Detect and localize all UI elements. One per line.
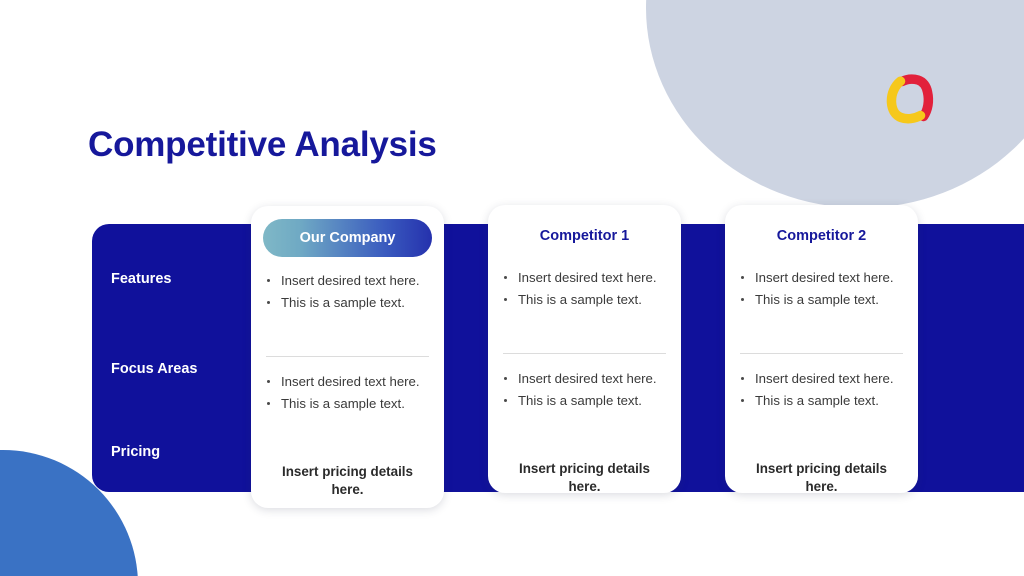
list-item-text: Insert desired text here. xyxy=(755,270,894,285)
card-section-pricing: Insert pricing details here. xyxy=(265,443,430,499)
list-item-text: This is a sample text. xyxy=(518,291,642,307)
row-label-column: Features Focus Areas Pricing xyxy=(111,224,261,492)
focus-areas-bullet-list: Insert desired text here. This is a samp… xyxy=(739,370,904,410)
card-body: Insert desired text here. This is a samp… xyxy=(488,267,681,496)
list-item-text: This is a sample text. xyxy=(281,294,405,310)
list-item: This is a sample text. xyxy=(739,291,904,310)
bullet-dot-icon xyxy=(741,377,744,380)
bullet-dot-icon xyxy=(267,380,270,383)
card-header-competitor-2: Competitor 2 xyxy=(725,205,918,267)
card-section-focus-areas: Insert desired text here. This is a samp… xyxy=(502,354,667,440)
card-header-label: Competitor 2 xyxy=(776,228,867,244)
list-item: Insert desired text here. xyxy=(739,269,904,288)
card-header-pill: Our Company xyxy=(263,219,432,257)
card-section-focus-areas: Insert desired text here. This is a samp… xyxy=(265,357,430,443)
list-item-text: Insert desired text here. xyxy=(281,273,420,288)
card-section-pricing: Insert pricing details here. xyxy=(502,440,667,496)
section-divider xyxy=(740,353,903,354)
card-section-pricing: Insert pricing details here. xyxy=(739,440,904,496)
list-item: This is a sample text. xyxy=(502,291,667,310)
list-item-text: Insert desired text here. xyxy=(518,270,657,285)
list-item-text: This is a sample text. xyxy=(755,392,879,408)
comparison-card-competitor-1[interactable]: Competitor 1 Insert desired text here. T… xyxy=(488,205,681,496)
pricing-text: Insert pricing details here. xyxy=(756,461,887,494)
page-title: Competitive Analysis xyxy=(88,125,437,164)
list-item: This is a sample text. xyxy=(265,395,430,414)
list-item: Insert desired text here. xyxy=(265,272,430,291)
row-label-focus-areas: Focus Areas xyxy=(111,361,198,377)
section-divider xyxy=(503,353,666,354)
list-item: Insert desired text here. xyxy=(265,373,430,392)
list-item: Insert desired text here. xyxy=(502,269,667,288)
list-item-text: This is a sample text. xyxy=(518,392,642,408)
card-body: Insert desired text here. This is a samp… xyxy=(725,267,918,496)
row-label-features: Features xyxy=(111,271,172,287)
bullet-dot-icon xyxy=(741,297,744,301)
list-item: This is a sample text. xyxy=(265,294,430,313)
list-item: This is a sample text. xyxy=(739,392,904,411)
list-item: Insert desired text here. xyxy=(502,370,667,389)
list-item-text: Insert desired text here. xyxy=(755,371,894,386)
features-bullet-list: Insert desired text here. This is a samp… xyxy=(739,269,904,309)
decorative-ellipse-top-right xyxy=(646,0,1024,208)
row-label-pricing: Pricing xyxy=(111,444,161,460)
bullet-dot-icon xyxy=(504,297,507,301)
card-section-features: Insert desired text here. This is a samp… xyxy=(502,267,667,353)
comparison-card-our-company[interactable]: Our Company Insert desired text here. Th… xyxy=(251,206,444,508)
bullet-dot-icon xyxy=(504,398,507,402)
bullet-dot-icon xyxy=(504,377,507,380)
list-item: Insert desired text here. xyxy=(739,370,904,389)
list-item-text: Insert desired text here. xyxy=(518,371,657,386)
brand-logo-icon xyxy=(879,68,941,130)
pricing-text: Insert pricing details here. xyxy=(519,461,650,494)
card-section-features: Insert desired text here. This is a samp… xyxy=(265,270,430,356)
card-section-focus-areas: Insert desired text here. This is a samp… xyxy=(739,354,904,440)
card-body: Insert desired text here. This is a samp… xyxy=(251,270,444,508)
card-header-competitor-1: Competitor 1 xyxy=(488,205,681,267)
list-item-text: Insert desired text here. xyxy=(281,374,420,389)
bullet-dot-icon xyxy=(741,276,744,279)
pricing-text: Insert pricing details here. xyxy=(282,464,413,497)
comparison-card-competitor-2[interactable]: Competitor 2 Insert desired text here. T… xyxy=(725,205,918,496)
card-header-our-company: Our Company xyxy=(251,206,444,270)
bullet-dot-icon xyxy=(741,398,744,402)
card-section-features: Insert desired text here. This is a samp… xyxy=(739,267,904,353)
list-item-text: This is a sample text. xyxy=(755,291,879,307)
section-divider xyxy=(266,356,429,357)
list-item-text: This is a sample text. xyxy=(281,395,405,411)
list-item: This is a sample text. xyxy=(502,392,667,411)
bullet-dot-icon xyxy=(267,279,270,282)
features-bullet-list: Insert desired text here. This is a samp… xyxy=(265,272,430,312)
card-header-label: Competitor 1 xyxy=(539,228,630,244)
features-bullet-list: Insert desired text here. This is a samp… xyxy=(502,269,667,309)
focus-areas-bullet-list: Insert desired text here. This is a samp… xyxy=(265,373,430,413)
bullet-dot-icon xyxy=(267,401,270,405)
bullet-dot-icon xyxy=(504,276,507,279)
focus-areas-bullet-list: Insert desired text here. This is a samp… xyxy=(502,370,667,410)
bullet-dot-icon xyxy=(267,300,270,304)
